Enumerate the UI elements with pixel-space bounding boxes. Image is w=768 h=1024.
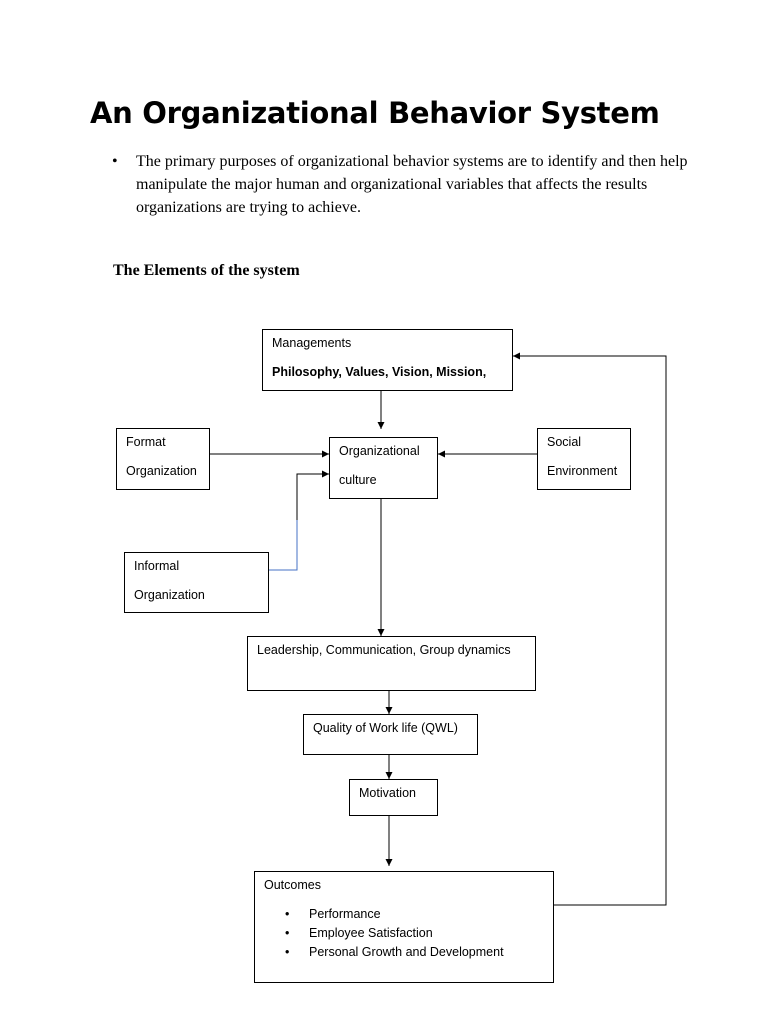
formal-organization-line1: Format	[126, 435, 166, 449]
outcome-item-text: Performance	[309, 907, 381, 921]
outcome-item: • Employee Satisfaction	[285, 924, 504, 943]
social-environment-box: Social Environment	[537, 428, 631, 490]
intro-bullet-text: The primary purposes of organizational b…	[136, 153, 688, 216]
formal-organization-box: Format Organization	[116, 428, 210, 490]
leadership-box: Leadership, Communication, Group dynamic…	[247, 636, 536, 691]
informal-organization-line1: Informal	[134, 559, 180, 573]
informal-organization-box: Informal Organization	[124, 552, 269, 613]
bullet-icon: •	[285, 945, 290, 959]
intro-bullet: • The primary purposes of organizational…	[112, 150, 692, 219]
arrow-feedback-outcomes-to-management	[513, 352, 667, 906]
connector-informal-to-culture-part	[268, 520, 298, 571]
organizational-culture-line2: culture	[339, 473, 377, 487]
outcomes-title: Outcomes	[264, 878, 321, 892]
organizational-culture-box: Organizational culture	[329, 437, 438, 499]
outcomes-list: • Performance • Employee Satisfaction • Per…	[285, 905, 504, 962]
outcomes-box: Outcomes • Performance • Employee Satisfac…	[254, 871, 554, 983]
leadership-text: Leadership, Communication, Group dynamic…	[257, 643, 511, 657]
motivation-box: Motivation	[349, 779, 438, 816]
outcome-item: • Performance	[285, 905, 504, 924]
management-box: Managements Philosophy, Values, Vision, …	[262, 329, 513, 391]
outcome-item-text: Employee Satisfaction	[309, 926, 433, 940]
management-title: Managements	[272, 336, 352, 350]
qwl-box: Quality of Work life (QWL)	[303, 714, 478, 755]
formal-organization-line2: Organization	[126, 464, 197, 478]
arrow-informal-to-culture	[296, 470, 329, 520]
social-environment-line2: Environment	[547, 464, 618, 478]
intro-bullet-list: • The primary purposes of organizational…	[112, 150, 692, 219]
outcome-item-text: Personal Growth and Development	[309, 945, 504, 959]
section-heading: The Elements of the system	[113, 262, 300, 279]
informal-organization-line2: Organization	[134, 588, 205, 602]
bullet-icon: •	[112, 153, 118, 170]
bullet-icon: •	[285, 907, 290, 921]
management-details: Philosophy, Values, Vision, Mission,	[272, 365, 487, 379]
bullet-icon: •	[285, 926, 290, 940]
organizational-culture-line1: Organizational	[339, 444, 420, 458]
motivation-text: Motivation	[359, 786, 416, 800]
page-title: An Organizational Behavior System	[90, 96, 660, 130]
social-environment-line1: Social	[547, 435, 582, 449]
qwl-text: Quality of Work life (QWL)	[313, 721, 458, 735]
outcome-item: • Personal Growth and Development	[285, 943, 504, 962]
